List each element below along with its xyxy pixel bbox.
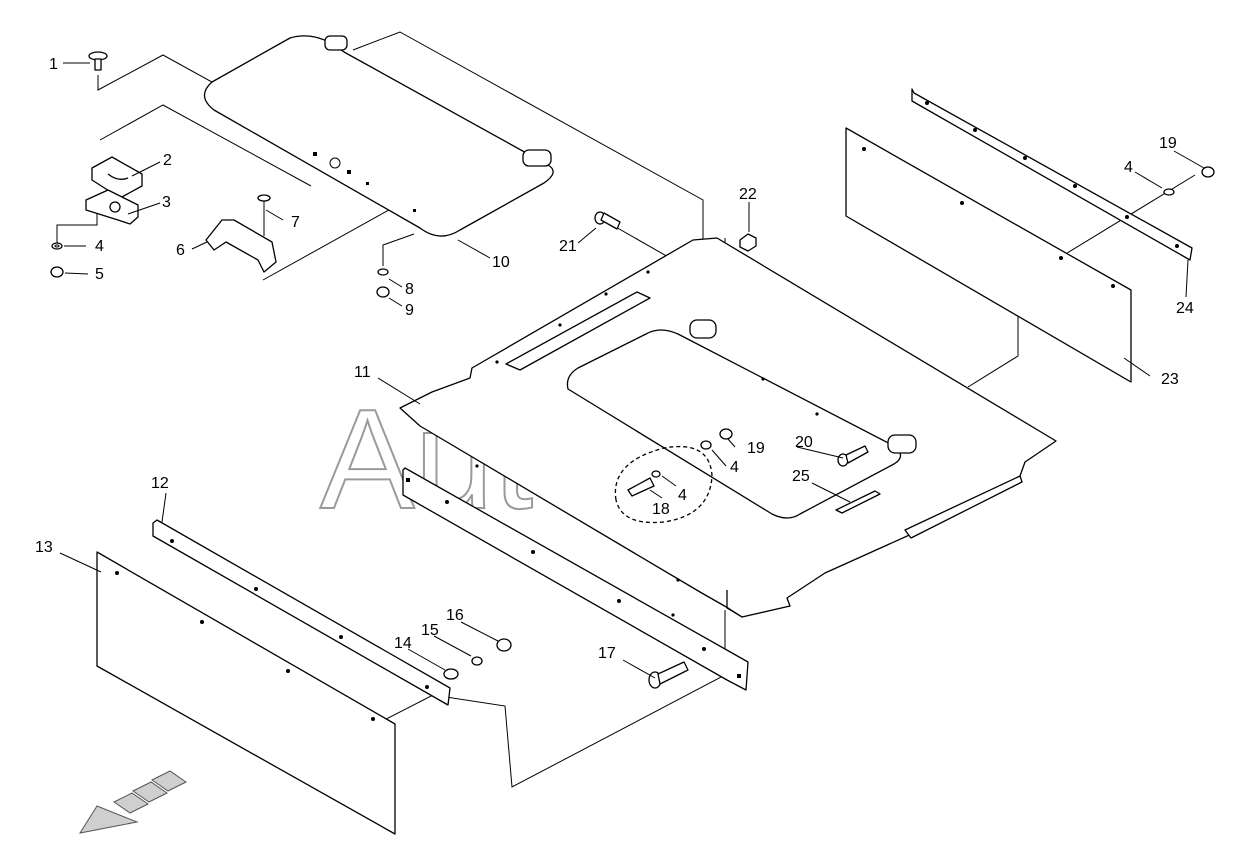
part-5-nut-left [50, 266, 64, 278]
callout-4-center-upper: 4 [730, 459, 739, 476]
part-4-washer-right [1163, 188, 1175, 196]
part-23-holes [862, 147, 1115, 288]
callout-9: 9 [405, 302, 414, 319]
callout-17: 17 [598, 645, 616, 662]
callout-22: 22 [739, 186, 757, 203]
part-8-washer [377, 268, 389, 276]
callout-21: 21 [559, 238, 577, 255]
part-13-front-cover [96, 551, 396, 835]
callout-1: 1 [49, 56, 58, 73]
direction-arrow-icon [78, 770, 187, 834]
part-11-floor-edge [726, 590, 743, 618]
part-23-rear-panel [845, 127, 1132, 383]
callout-23: 23 [1161, 371, 1179, 388]
part-4-washer-left [51, 242, 63, 250]
callout-19-center: 19 [747, 440, 765, 457]
part-6-handle [205, 219, 277, 273]
callout-11: 11 [354, 364, 371, 381]
part-18-bolt-group [614, 428, 733, 524]
callout-6: 6 [176, 242, 185, 259]
part-13-holes [115, 571, 375, 721]
part-11-hinges [689, 319, 917, 454]
callout-19-right: 19 [1159, 135, 1177, 152]
part-9-nut [376, 286, 390, 298]
part-2-bracket [91, 156, 143, 199]
callout-4-left: 4 [95, 238, 104, 255]
callout-4-center-lower: 4 [678, 487, 687, 504]
part-11-underside-rail [904, 475, 1023, 539]
part-24-rear-strip [911, 88, 1193, 261]
part-22-nut [739, 233, 757, 252]
callout-4-right: 4 [1124, 159, 1133, 176]
part-1-bolt [88, 51, 108, 71]
callout-13: 13 [35, 539, 53, 556]
part-16-nut [496, 638, 512, 652]
callout-2: 2 [163, 152, 172, 169]
callout-15: 15 [421, 622, 439, 639]
part-14-washer [443, 668, 459, 680]
callout-20: 20 [795, 434, 813, 451]
callout-labels: 1 2 3 4 5 6 7 8 9 10 11 12 13 14 15 16 1… [35, 56, 1194, 662]
part-7-screw [257, 194, 271, 236]
part-11-holes [475, 270, 819, 617]
callout-16: 16 [446, 607, 464, 624]
part-17-bolt [648, 661, 689, 689]
callout-10: 10 [492, 254, 510, 271]
part-3-latch-bracket [85, 189, 139, 225]
part-front-angle-rail [402, 467, 749, 691]
part-10-hardware [313, 35, 552, 212]
part-25-strip [835, 490, 881, 514]
part-19-nut-right [1201, 166, 1215, 178]
callout-8: 8 [405, 281, 414, 298]
part-front-angle-rail-holes [406, 478, 741, 678]
callout-24: 24 [1176, 300, 1194, 317]
part-12-holes [170, 539, 429, 689]
part-12-front-strip [152, 519, 451, 706]
callout-3: 3 [162, 194, 171, 211]
callout-14: 14 [394, 635, 412, 652]
part-11-floor-slot [505, 291, 651, 371]
part-21-bolt [594, 211, 621, 230]
callout-leaders [59, 62, 1205, 679]
part-15-washer [471, 656, 483, 666]
callout-18: 18 [652, 501, 670, 518]
callout-12: 12 [151, 475, 169, 492]
part-24-holes [925, 101, 1179, 248]
callout-25: 25 [792, 468, 810, 485]
callout-7: 7 [291, 214, 300, 231]
callout-5: 5 [95, 266, 104, 283]
part-10-lid-panel [203, 35, 554, 237]
